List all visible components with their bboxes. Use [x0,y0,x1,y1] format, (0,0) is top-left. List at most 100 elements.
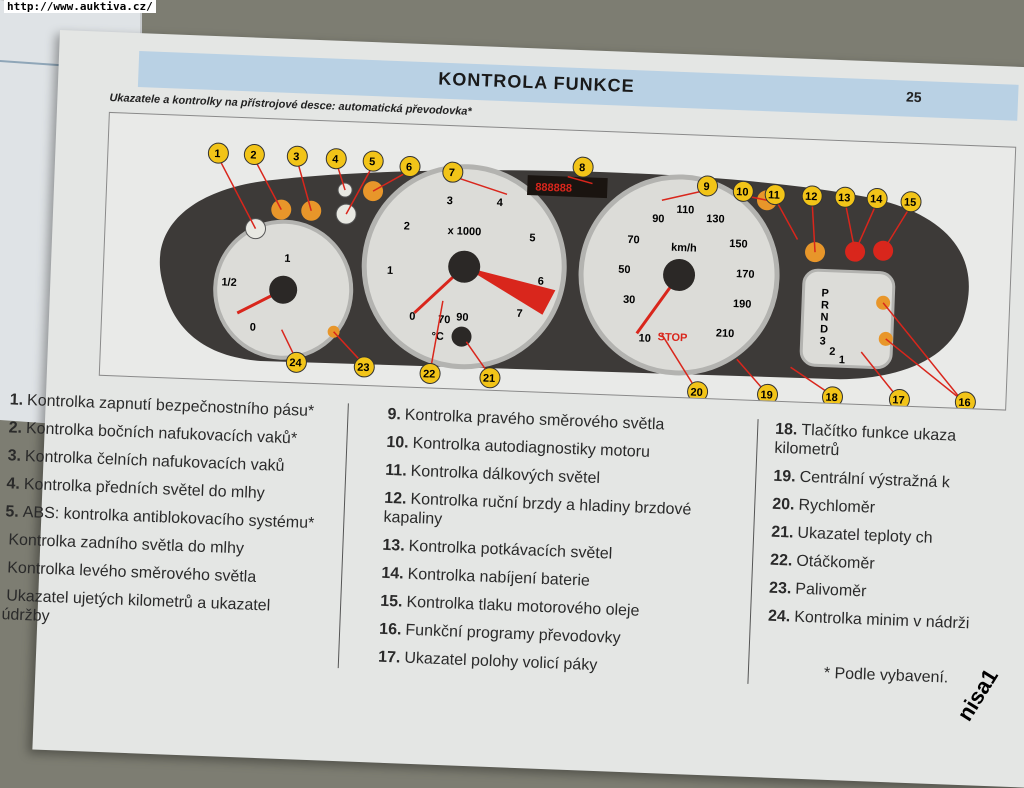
gear-1: 1 [839,354,846,366]
footnote: * Podle vybavení. [823,664,949,687]
callout-2 [243,144,265,166]
legend-item: 1.Kontrolka zapnutí bezpečnostního pásu* [9,391,315,421]
legend-item: 3.Kontrolka čelních nafukovacích vaků [7,447,285,475]
gear-d: D [820,323,828,335]
callout-21-label: 21 [483,372,496,384]
tacho-redzone [464,266,556,315]
column-divider-1 [337,403,349,669]
callout-15 [900,191,922,213]
temp-hub [451,326,472,347]
callout-10 [732,180,754,202]
legend-item: 12.Kontrolka ruční brzdy a hladiny brzdo… [383,489,692,529]
legend-item: 14.Kontrolka nabíjení baterie [381,564,591,590]
callout-13 [834,186,856,208]
gear-3: 3 [819,335,826,347]
callout-4 [325,148,347,170]
callout-2-label: 2 [250,149,257,161]
seatbelt-lamp-icon [245,218,267,240]
tacho-tick-2: 2 [403,220,410,232]
speedo-hub [663,258,696,291]
callout-15-label: 15 [904,197,917,209]
legend-item: 20.Rychloměr [771,495,876,517]
tacho-tick-6: 6 [537,276,544,288]
tacho-tick-5: 5 [529,232,536,244]
speedo-tick-30: 30 [623,294,636,306]
fog-light-lamp-icon [337,182,353,198]
callout-16-label: 16 [958,397,971,409]
callout-24-label: 24 [289,357,303,369]
callout-1-label: 1 [214,148,221,160]
legend-item: 18.Tlačítko funkce ukaza kilometrů [774,420,957,460]
callout-3 [286,145,308,167]
legend-item: 23.Palivoměr [768,579,867,601]
callout-24 [285,351,307,373]
speedo-tick-110: 110 [676,204,694,217]
callout-5 [362,150,384,172]
temp-unit: °C [431,330,444,342]
legend-item: 2.Kontrolka bočních nafukovacích vaků* [8,419,298,448]
callout-13-label: 13 [838,192,851,204]
stop-label: STOP [657,331,687,344]
callout-7 [442,161,464,183]
gear-2: 2 [829,346,836,358]
callout-17-label: 17 [892,394,905,406]
callout-16 [954,391,976,410]
callout-6 [399,156,421,178]
callout-5-label: 5 [369,156,376,168]
fuel-tick-1: 1 [284,253,291,265]
callout-7-label: 7 [449,167,456,179]
legend-column-2: 9.Kontrolka pravého směrového světla 10.… [377,405,747,690]
callout-12 [801,185,823,207]
legend-item: Kontrolka levého směrového světla [6,559,257,586]
callout-6-label: 6 [406,161,413,173]
callout-14 [866,187,888,209]
callout-20-label: 20 [690,386,703,398]
temp-tick-70: 70 [438,314,451,326]
odometer-value: 888888 [535,181,572,194]
callout-9-label: 9 [703,181,710,193]
manual-page: KONTROLA FUNKCE 25 Ukazatele a kontrolky… [1,30,1024,788]
instrument-cluster-diagram: 888888 0 1 2 3 4 5 6 7 x 1000 70 90 °C 1… [98,111,1017,411]
legend-item: 19.Centrální výstražná k [773,467,951,492]
tacho-hub [448,250,481,283]
speedo-tick-170: 170 [736,268,755,281]
callout-18-label: 18 [825,392,838,404]
legend-item: 24.Kontrolka minim v nádrži [767,607,970,633]
legend-item: 16.Funkční programy převodovky [378,620,621,647]
fuel-hub [269,275,298,304]
legend-item: 4.Kontrolka předních světel do mlhy [6,475,266,503]
legend-item: Kontrolka zadního světla do mlhy [8,531,245,558]
callout-3-label: 3 [293,151,300,163]
temp-tick-90: 90 [456,311,469,323]
speedo-tick-130: 130 [706,213,725,226]
side-airbag-lamp-icon [271,199,292,220]
speedo-tick-150: 150 [729,238,748,251]
legend-item: 22.Otáčkoměr [769,551,875,573]
callout-10-label: 10 [736,186,749,198]
callout-21 [479,367,501,389]
callout-8 [572,156,594,178]
cluster-drawing: 888888 0 1 2 3 4 5 6 7 x 1000 70 90 °C 1… [159,142,976,410]
callout-12-label: 12 [805,191,818,203]
callout-23 [353,356,375,378]
tacho-tick-4: 4 [496,197,503,209]
callout-4-label: 4 [332,154,339,166]
callout-19-label: 19 [760,389,773,401]
legend-item: 21.Ukazatel teploty ch [770,523,933,547]
legend-column-1: 1.Kontrolka zapnutí bezpečnostního pásu*… [1,390,330,645]
leader-lines [217,156,963,401]
source-url: http://www.auktiva.cz/ [4,0,156,13]
callout-1 [207,142,229,164]
gear-n: N [820,311,828,323]
legend-item: 9.Kontrolka pravého směrového světla [387,405,665,434]
speedo-tick-50: 50 [618,264,631,276]
page-number: 25 [905,88,922,106]
legend-item: 13.Kontrolka potkávacích světel [382,536,613,563]
legend-item: 11.Kontrolka dálkových světel [385,461,601,488]
gear-p: P [821,287,829,299]
callout-markers: 1 2 3 4 5 6 7 8 9 10 11 [207,142,976,410]
speedo-tick-190: 190 [733,298,752,311]
speedo-unit: km/h [671,242,697,255]
callout-14-label: 14 [870,193,884,205]
callout-11 [764,184,786,206]
